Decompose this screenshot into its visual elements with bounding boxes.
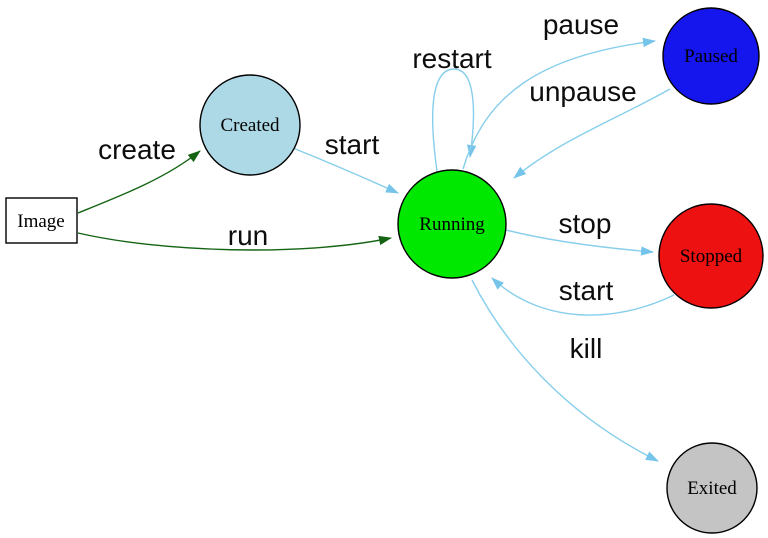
edge-label-pause: pause [543, 9, 619, 40]
node-paused-circle [662, 7, 760, 105]
edge-start-created-running-path [292, 147, 399, 194]
node-stopped-circle [658, 203, 764, 309]
node-stopped: Stopped [658, 203, 764, 309]
edge-label-unpause: unpause [529, 76, 636, 107]
edge-label-start-1: start [325, 129, 380, 160]
node-running-label: Running [419, 214, 485, 235]
node-image-box [5, 197, 78, 244]
node-running-circle [397, 169, 507, 279]
edge-labels-layer: create run start restart pause unpause s… [98, 9, 637, 364]
node-created-label: Created [220, 115, 280, 136]
edge-label-start-2: start [559, 275, 614, 306]
node-stopped-label: Stopped [680, 246, 743, 267]
edges-layer [77, 37, 675, 462]
node-created: Created [199, 74, 301, 176]
node-image: Image [5, 197, 78, 244]
edge-label-stop: stop [559, 208, 612, 239]
edge-label-create: create [98, 134, 176, 165]
edge-kill-path [471, 279, 659, 462]
nodes-layer: Image Created Running Paused Stopped [5, 7, 764, 534]
node-exited-circle [666, 442, 758, 534]
node-exited-label: Exited [687, 478, 737, 499]
edge-start-stopped-running-path [491, 277, 675, 316]
node-paused-label: Paused [684, 46, 738, 67]
node-created-circle [199, 74, 301, 176]
edge-pause-path [462, 37, 656, 170]
edge-label-run: run [228, 220, 268, 251]
edge-stop-path [505, 229, 654, 256]
edge-label-kill: kill [570, 333, 603, 364]
edge-unpause-path [513, 88, 671, 179]
edge-create-path [77, 150, 201, 214]
node-paused: Paused [662, 7, 760, 105]
edge-label-restart: restart [412, 43, 492, 74]
node-running: Running [397, 169, 507, 279]
node-exited: Exited [666, 442, 758, 534]
node-image-label: Image [17, 211, 64, 232]
edge-restart-path [432, 68, 477, 172]
edge-run-path [77, 232, 392, 251]
